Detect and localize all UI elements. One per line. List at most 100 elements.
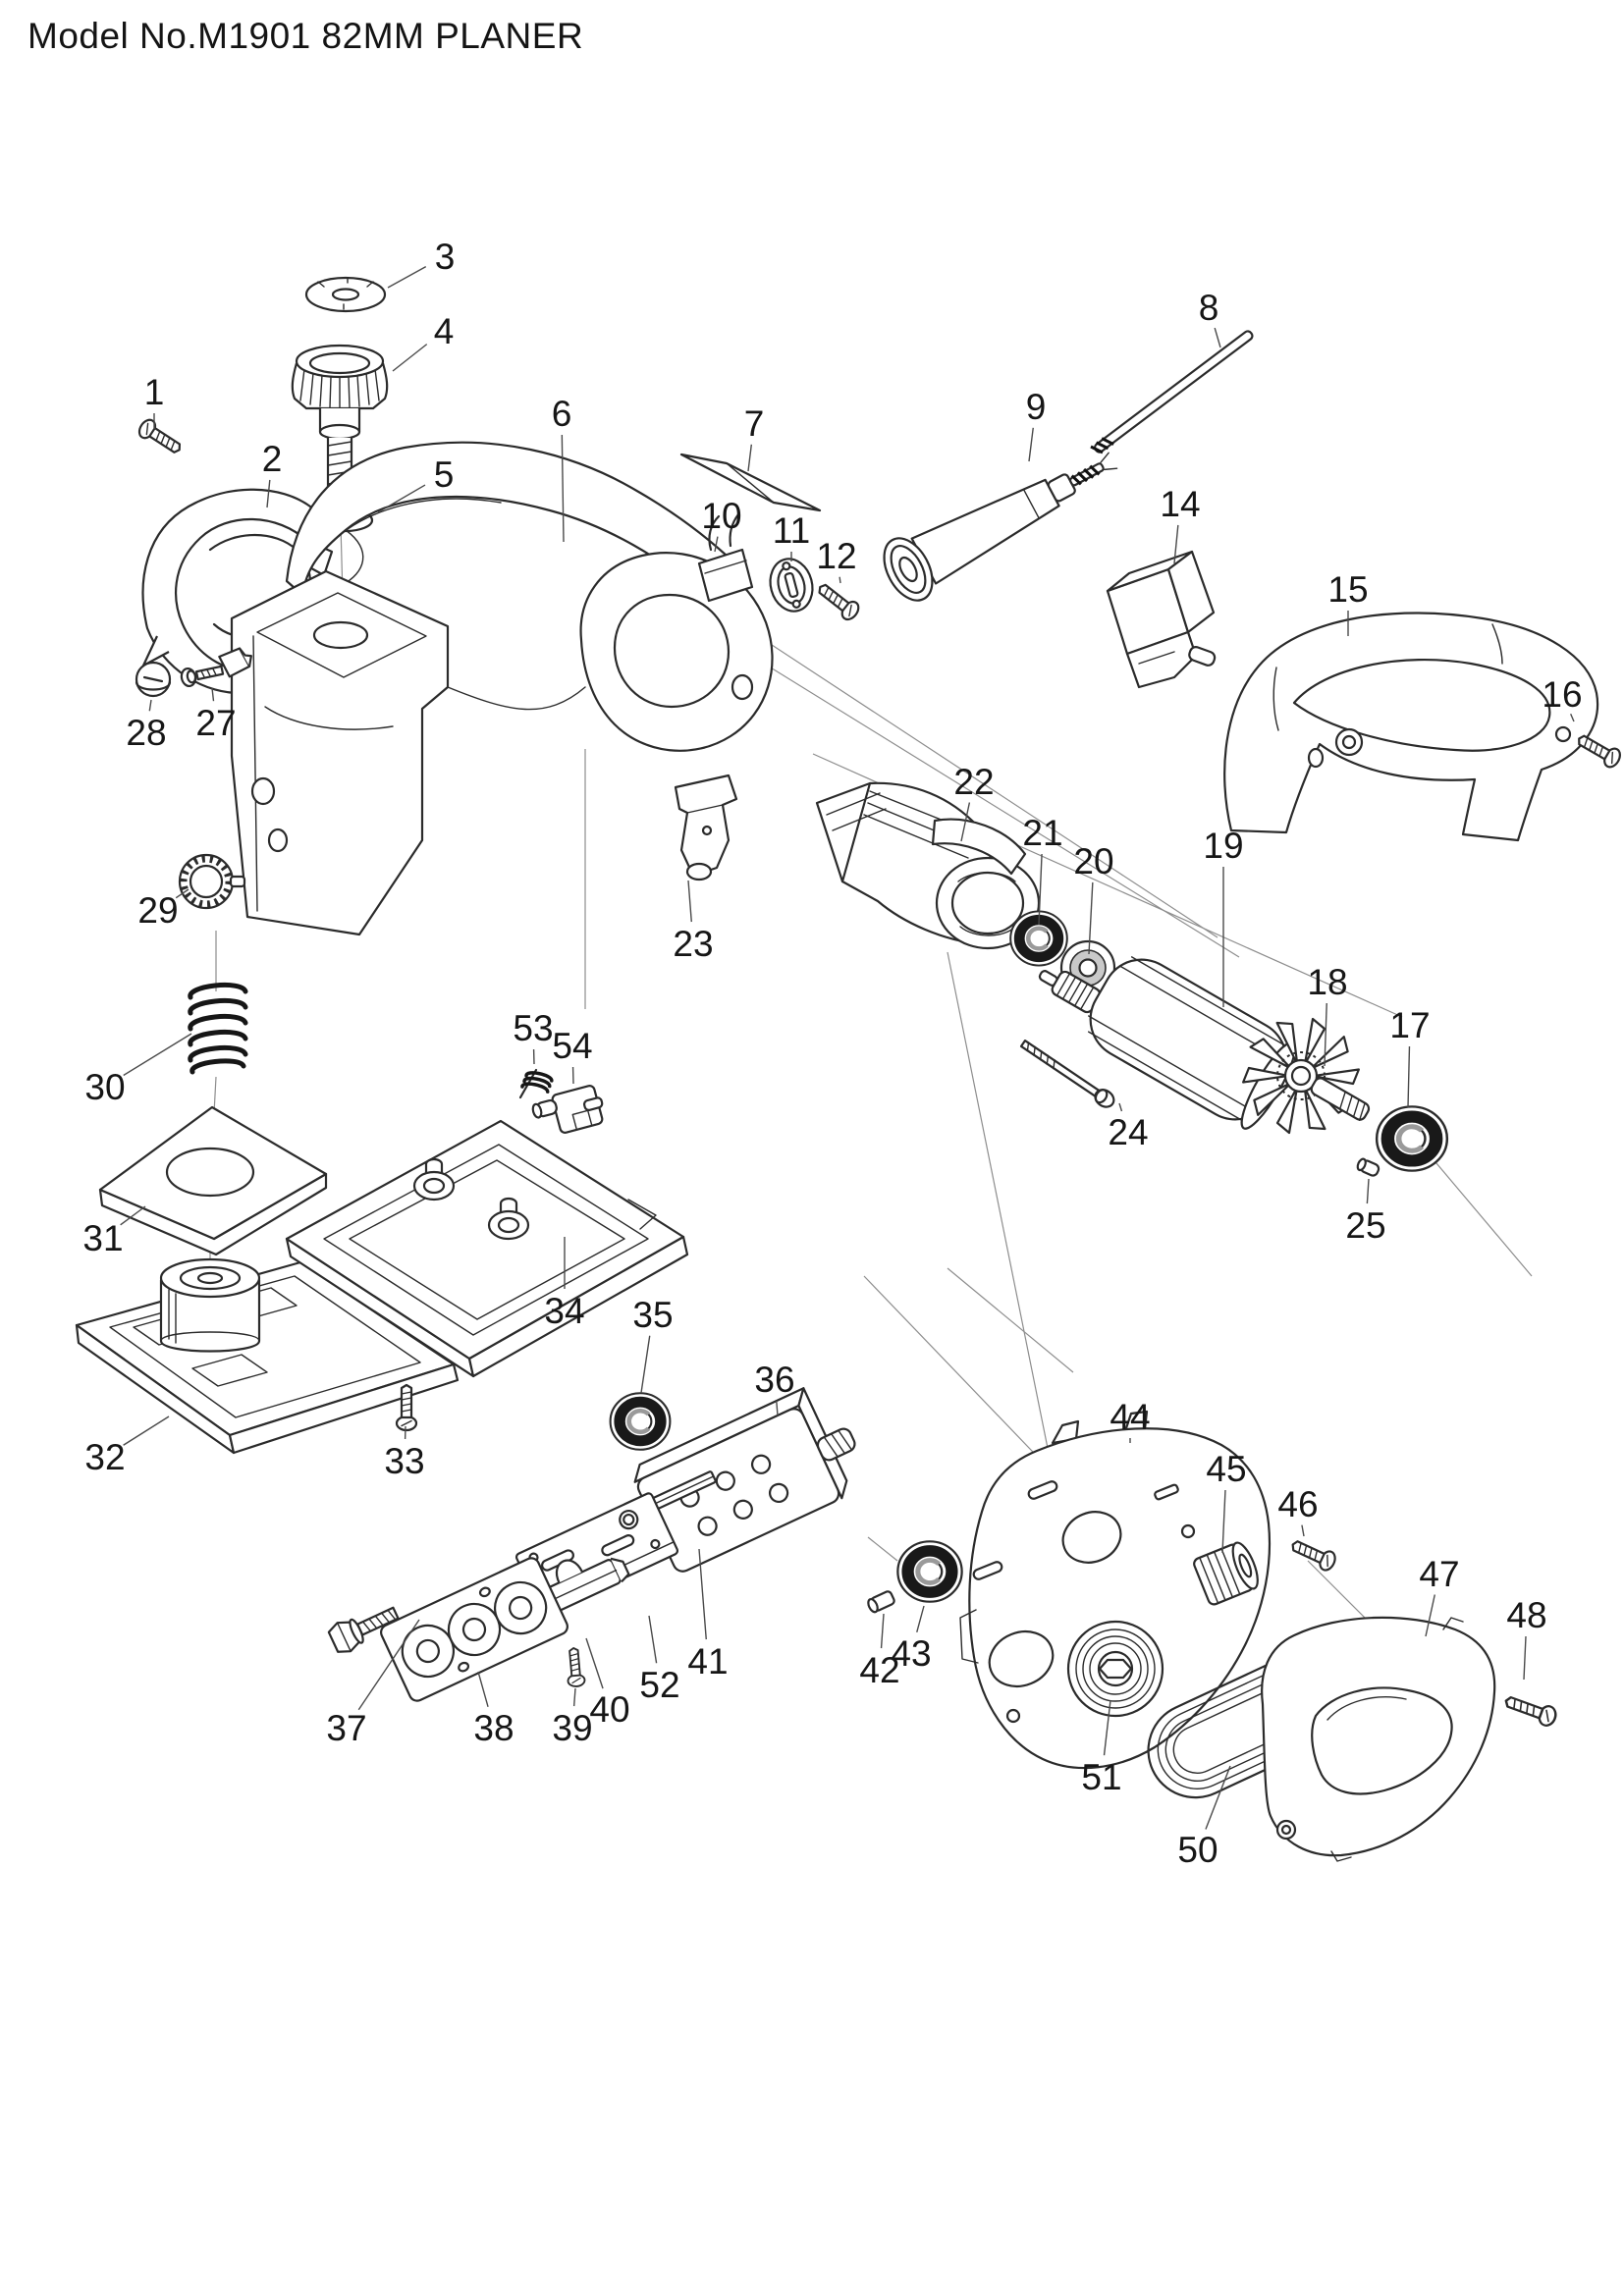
callout-12: 12 [816, 536, 856, 576]
leader-line-52 [648, 1615, 658, 1664]
callout-34: 34 [544, 1291, 584, 1331]
part-42-pin [867, 1590, 895, 1614]
callout-5: 5 [434, 454, 455, 495]
part-39-screw [564, 1646, 586, 1688]
callout-52: 52 [639, 1665, 679, 1705]
part-36-cutter-drum [630, 1387, 856, 1573]
callout-16: 16 [1542, 674, 1582, 715]
part-47-belt-cover [1261, 1616, 1496, 1862]
callout-29: 29 [137, 890, 178, 931]
callout-53: 53 [513, 1008, 553, 1048]
part-30-spring [188, 982, 248, 1075]
callout-51: 51 [1081, 1757, 1121, 1797]
leader-line-23 [687, 880, 692, 923]
leader-line-9 [1028, 427, 1034, 462]
parts-artwork [75, 276, 1624, 1862]
callout-37: 37 [326, 1708, 366, 1748]
part-44-gear-housing-plate [959, 1410, 1272, 1770]
leader-line-17 [1407, 1045, 1411, 1108]
part-46-screw [1287, 1534, 1339, 1575]
part-29-adjust-knob [178, 853, 246, 910]
leader-line-48 [1523, 1635, 1527, 1681]
part-37-hex-bolt [327, 1606, 400, 1653]
callout-48: 48 [1506, 1595, 1546, 1635]
leader-line-29 [175, 888, 189, 899]
callout-35: 35 [632, 1295, 673, 1335]
part-51-pulley-large [1066, 1620, 1164, 1718]
callout-30: 30 [84, 1067, 125, 1107]
part-24-long-screw [1019, 1039, 1115, 1108]
leader-line-28 [148, 699, 152, 712]
part-45-pulley-small [1193, 1541, 1259, 1606]
callout-32: 32 [84, 1437, 125, 1477]
callout-9: 9 [1026, 387, 1047, 427]
part-16-screw [1573, 728, 1624, 772]
leader-line-43 [916, 1605, 925, 1632]
leader-line-41 [698, 1548, 707, 1640]
leader-line-6 [561, 434, 565, 543]
callout-47: 47 [1419, 1554, 1459, 1594]
part-32-front-base [75, 1257, 460, 1455]
leader-line-40 [585, 1637, 604, 1689]
part-23-lock-lever [674, 774, 738, 881]
callout-1: 1 [144, 372, 165, 412]
part-27-terminal-screw [180, 647, 252, 688]
leader-line-3 [387, 266, 427, 289]
callout-54: 54 [552, 1026, 592, 1066]
leader-line-2 [266, 479, 271, 508]
callout-25: 25 [1345, 1205, 1385, 1246]
leader-line-37 [357, 1619, 420, 1711]
leader-line-18 [1324, 1002, 1327, 1067]
callout-38: 38 [473, 1708, 514, 1748]
callout-6: 6 [552, 394, 572, 434]
part-20-retainer [1059, 939, 1116, 996]
part-3-washer-plate [304, 276, 387, 313]
callout-33: 33 [384, 1441, 424, 1481]
leader-line-42 [880, 1613, 885, 1649]
callout-19: 19 [1203, 826, 1243, 866]
part-19-armature [1038, 956, 1371, 1135]
callout-40: 40 [589, 1689, 629, 1730]
part-43-bearing [897, 1541, 961, 1601]
callout-27: 27 [195, 703, 236, 743]
part-17-bearing [1377, 1106, 1447, 1170]
part-18-fan [1242, 1017, 1360, 1135]
callout-42: 42 [859, 1650, 899, 1690]
callout-50: 50 [1177, 1830, 1218, 1870]
leader-line-30 [123, 1033, 192, 1077]
callout-23: 23 [673, 924, 713, 964]
part-25-pin [1356, 1157, 1380, 1177]
callout-8: 8 [1199, 288, 1219, 328]
leader-line-35 [640, 1335, 651, 1394]
callout-24: 24 [1108, 1112, 1148, 1152]
leader-line-7 [747, 444, 753, 472]
part-38-blade-holder [380, 1557, 568, 1702]
callout-7: 7 [744, 403, 765, 444]
leader-line-16 [1570, 713, 1575, 722]
callout-31: 31 [82, 1218, 123, 1258]
leader-line-22 [960, 802, 971, 842]
leader-line-47 [1425, 1594, 1435, 1637]
callout-21: 21 [1022, 813, 1062, 853]
part-15-handle [1223, 612, 1599, 842]
callout-46: 46 [1277, 1484, 1318, 1524]
leader-line-36 [776, 1400, 779, 1416]
leader-line-39 [572, 1687, 576, 1707]
part-31-spring-seat [98, 1105, 328, 1256]
leader-line-50 [1205, 1765, 1231, 1830]
part-10-brush-box [697, 512, 754, 603]
callout-18: 18 [1307, 962, 1347, 1002]
leader-line-38 [477, 1671, 489, 1708]
callout-3: 3 [435, 237, 456, 277]
part-14-switch [1106, 550, 1217, 689]
part-28-cap [135, 661, 172, 698]
callout-11: 11 [773, 510, 810, 551]
part-4-knob [291, 344, 389, 493]
callout-17: 17 [1389, 1005, 1430, 1045]
callout-36: 36 [754, 1360, 794, 1400]
part-1-screw [135, 415, 187, 459]
callout-10: 10 [701, 496, 741, 536]
leader-line-46 [1301, 1524, 1305, 1537]
part-34-rear-base [285, 1119, 689, 1378]
